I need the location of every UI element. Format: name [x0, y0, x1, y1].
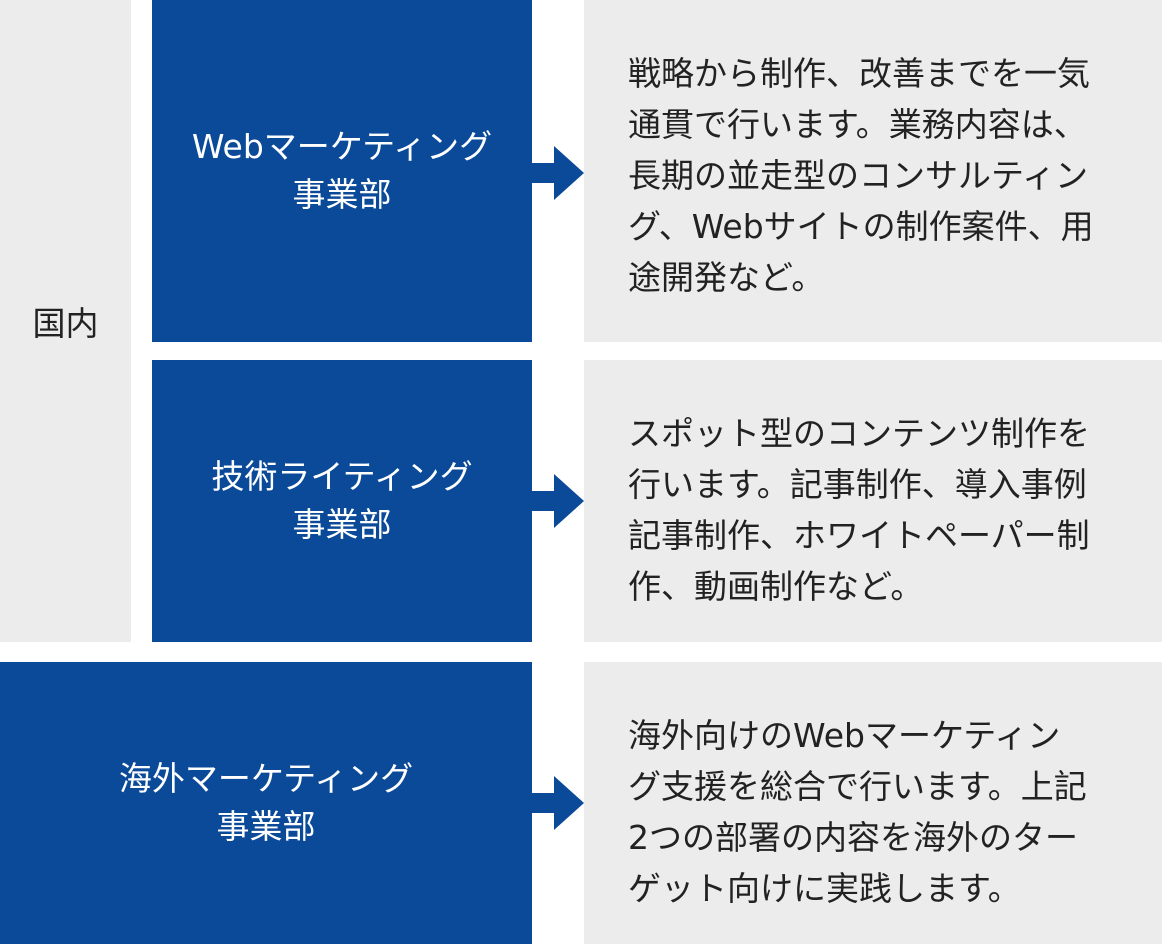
department-technical-writing: 技術ライティング 事業部 [152, 360, 532, 642]
arrow-right-icon [532, 146, 584, 200]
department-description: 海外向けのWebマーケティン グ支援を総合で行います。上記 2つの部署の内容を海… [584, 662, 1162, 944]
department-name: 海外マーケティング 事業部 [118, 759, 414, 846]
arrow-right-icon [532, 776, 584, 830]
region-label: 国内 [32, 304, 99, 343]
department-name: 技術ライティング 事業部 [211, 457, 473, 544]
department-overseas-marketing: 海外マーケティング 事業部 [0, 662, 532, 944]
department-description: 戦略から制作、改善までを一気 通貫で行います。業務内容は、 長期の並走型のコンサ… [584, 0, 1162, 342]
department-name: Webマーケティング 事業部 [191, 127, 493, 214]
arrow-right-icon [532, 474, 584, 528]
department-description: スポット型のコンテンツ制作を 行います。記事制作、導入事例 記事制作、ホワイトペ… [584, 360, 1162, 642]
region-domestic: 国内 [0, 0, 131, 642]
department-web-marketing: Webマーケティング 事業部 [152, 0, 532, 342]
